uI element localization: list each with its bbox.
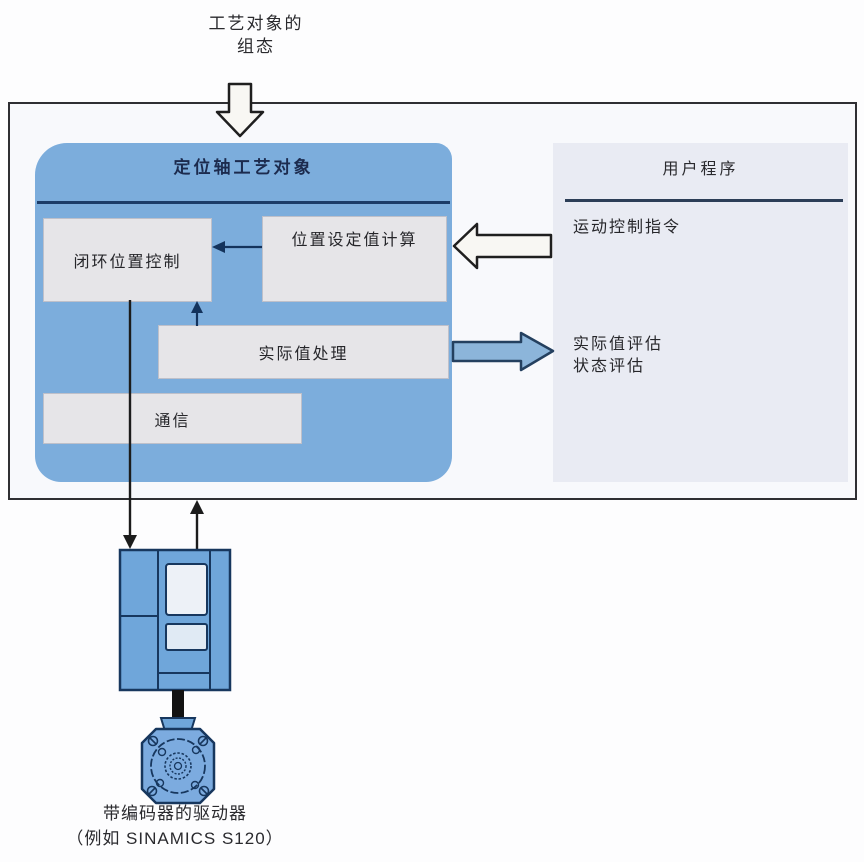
actual-value-processing-label: 实际值处理	[258, 346, 349, 363]
drive-display-bottom	[165, 623, 208, 651]
motion-control-commands-label: 运动控制指令	[573, 219, 682, 236]
user-program-panel: 用户程序 运动控制指令 实际值评估 状态评估	[553, 143, 848, 482]
config-label-line1: 工艺对象的	[208, 14, 304, 33]
closed-loop-position-control-label: 闭环位置控制	[73, 254, 182, 271]
technology-object-config-label: 工艺对象的 组态	[176, 12, 336, 58]
config-label-line2: 组态	[237, 37, 275, 56]
drive-caption-line1: 带编码器的驱动器	[103, 804, 247, 823]
motor-corner-screws	[146, 735, 210, 797]
actual-value-evaluation-label: 实际值评估	[573, 336, 664, 353]
drive-caption-line2: （例如 SINAMICS S120）	[66, 829, 284, 848]
drive-to-control-line	[190, 500, 204, 551]
status-evaluation-label: 状态评估	[573, 358, 646, 375]
technology-object-title: 定位轴工艺对象	[173, 158, 314, 177]
user-program-title: 用户程序	[662, 161, 739, 178]
motor-graphic	[140, 717, 216, 805]
evaluation-labels: 实际值评估 状态评估	[573, 334, 663, 378]
position-setpoint-calculation-label: 位置设定值计算	[291, 232, 418, 249]
actual-value-processing-block: 实际值处理	[158, 325, 449, 379]
drive-caption: 带编码器的驱动器 （例如 SINAMICS S120）	[50, 801, 300, 851]
motor-body	[140, 727, 216, 805]
drive-display-top	[165, 563, 208, 616]
motor-cable	[172, 690, 184, 720]
motor-face-screws	[155, 745, 201, 790]
communication-block: 通信	[43, 393, 302, 444]
motor-shaft-knurl	[164, 752, 192, 780]
position-setpoint-calculation-block: 位置设定值计算	[262, 216, 447, 302]
communication-label: 通信	[154, 412, 191, 430]
user-program-divider	[565, 199, 843, 202]
motor-connector	[159, 717, 197, 732]
motor-face-circle	[150, 738, 206, 794]
technology-object-title-divider	[37, 201, 450, 204]
closed-loop-position-control-block: 闭环位置控制	[43, 218, 212, 302]
drive-unit-graphic	[118, 548, 232, 720]
